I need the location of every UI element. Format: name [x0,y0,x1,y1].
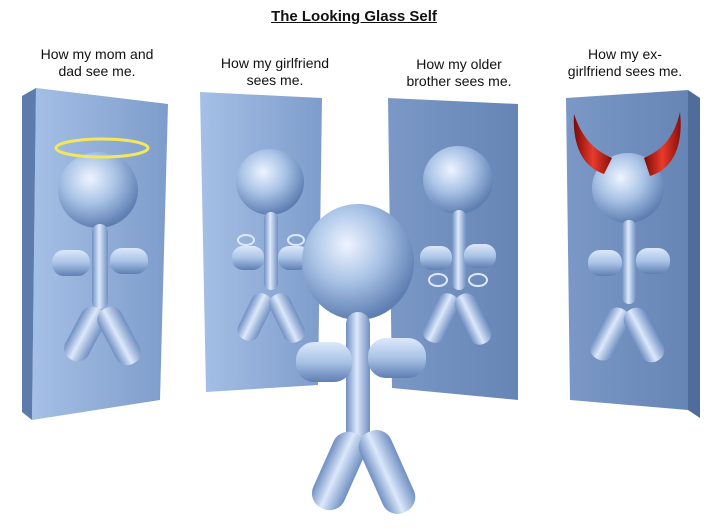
mirror-panel-ex-girlfriend [566,90,700,418]
central-figure [296,204,426,519]
mirror-panel-parents [22,88,168,420]
